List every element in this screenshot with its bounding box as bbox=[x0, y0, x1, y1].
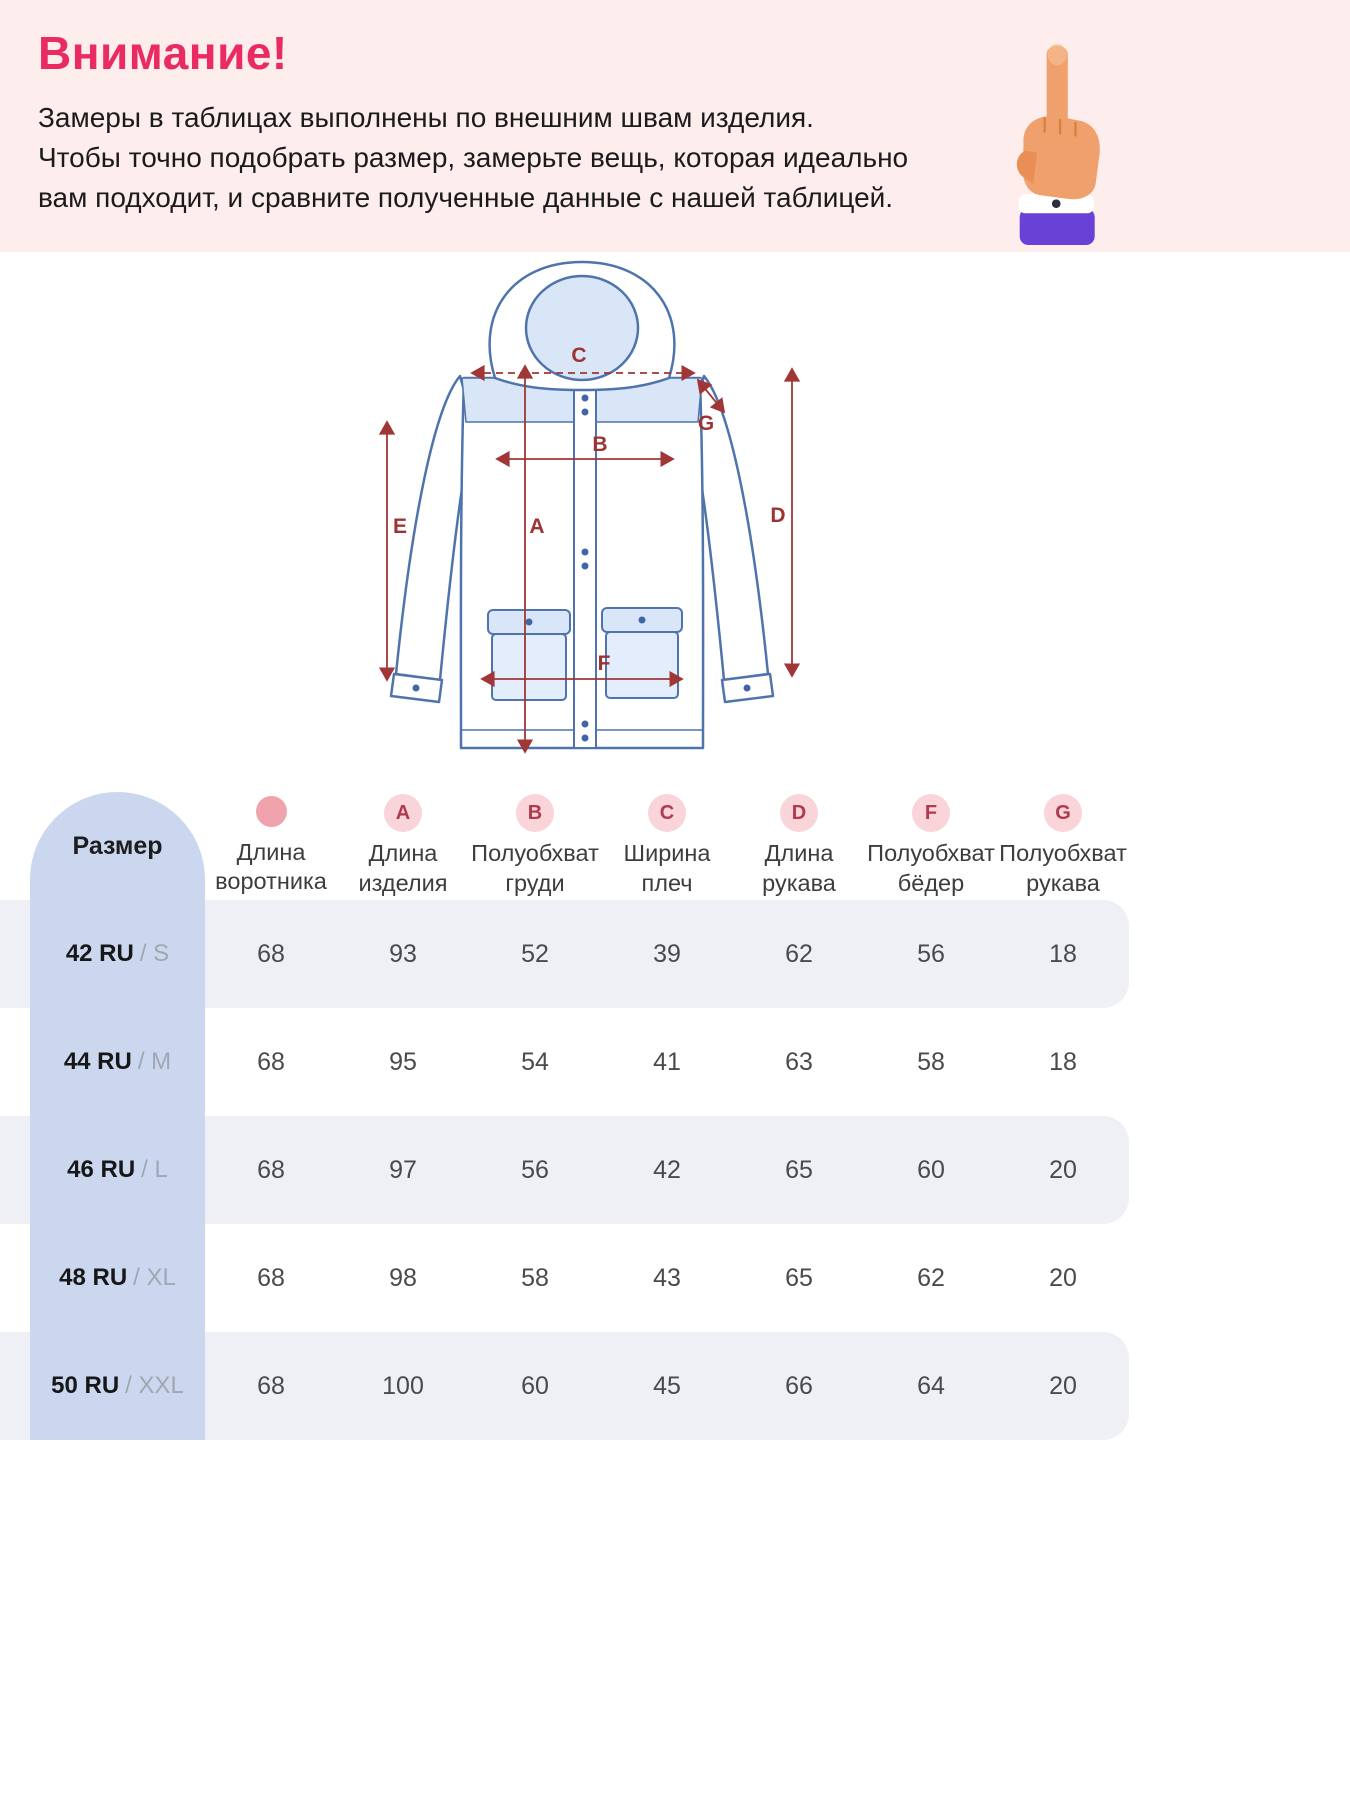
column-header-G: G Полуобхват рукава bbox=[997, 794, 1129, 897]
column-label: Полуобхват bbox=[999, 840, 1127, 867]
pointing-hand-icon bbox=[987, 16, 1112, 251]
size-label: 50 RU/ XXL bbox=[51, 1372, 184, 1399]
table-header-row: Размер Длина воротника A Длина изделия B… bbox=[0, 792, 1129, 900]
measure-label-A: A bbox=[529, 515, 544, 538]
value-cell: 93 bbox=[389, 939, 417, 968]
measure-label-D: D bbox=[770, 504, 785, 527]
value-cell: 41 bbox=[653, 1047, 681, 1076]
size-column-background bbox=[30, 792, 205, 1440]
size-label: 46 RU/ L bbox=[67, 1156, 168, 1183]
measure-label-G: G bbox=[698, 412, 714, 435]
column-header-A: A Длина изделия bbox=[337, 794, 469, 897]
column-header-B: B Полуобхват груди bbox=[469, 794, 601, 897]
measure-label-B: B bbox=[592, 433, 607, 456]
letter-b-icon: B bbox=[516, 794, 554, 833]
column-label: рукава bbox=[762, 869, 836, 896]
letter-a-icon: A bbox=[384, 794, 422, 833]
value-cell: 97 bbox=[389, 1155, 417, 1184]
column-label: плеч bbox=[641, 869, 693, 896]
value-cell: 18 bbox=[1049, 939, 1077, 968]
table-row-50ru: 50 RU/ XXL 68 100 60 45 66 64 20 bbox=[0, 1332, 1129, 1440]
value-cell: 65 bbox=[785, 1155, 813, 1184]
value-cell: 54 bbox=[521, 1047, 549, 1076]
size-label: 48 RU/ XL bbox=[59, 1264, 176, 1291]
value-cell: 62 bbox=[917, 1263, 945, 1292]
measure-label-F: F bbox=[598, 652, 611, 675]
value-cell: 60 bbox=[521, 1371, 549, 1400]
column-label: Длина bbox=[764, 840, 834, 867]
letter-d-icon: D bbox=[780, 794, 818, 833]
column-label: изделия bbox=[358, 869, 448, 896]
value-cell: 62 bbox=[785, 939, 813, 968]
value-cell: 20 bbox=[1049, 1371, 1077, 1400]
value-cell: 56 bbox=[917, 939, 945, 968]
column-label: рукава bbox=[1026, 869, 1100, 896]
value-cell: 20 bbox=[1049, 1263, 1077, 1292]
value-cell: 45 bbox=[653, 1371, 681, 1400]
value-cell: 95 bbox=[389, 1047, 417, 1076]
value-cell: 56 bbox=[521, 1155, 549, 1184]
measure-label-C: C bbox=[571, 344, 586, 367]
value-cell: 64 bbox=[917, 1371, 945, 1400]
measure-label-E: E bbox=[393, 515, 407, 538]
letter-f-icon: F bbox=[912, 794, 950, 833]
value-cell: 18 bbox=[1049, 1047, 1077, 1076]
column-label: Длина bbox=[236, 838, 306, 865]
column-label: воротника bbox=[215, 868, 327, 894]
value-cell: 66 bbox=[785, 1371, 813, 1400]
table-row-48ru: 48 RU/ XL 68 98 58 43 65 62 20 bbox=[0, 1224, 1129, 1332]
size-header-label: Размер bbox=[72, 831, 163, 860]
notice-line-1: Замеры в таблицах выполнены по внешним ш… bbox=[38, 102, 814, 133]
value-cell: 58 bbox=[521, 1263, 549, 1292]
page-title: Внимание! bbox=[38, 27, 288, 79]
column-header-D: D Длина рукава bbox=[733, 794, 865, 897]
collar-dot-icon bbox=[255, 795, 287, 827]
column-label: бёдер bbox=[897, 869, 965, 896]
value-cell: 43 bbox=[653, 1263, 681, 1292]
measurement-diagram-section: C G B A E D F bbox=[0, 252, 1350, 780]
jacket-diagram: C G B A E D F bbox=[378, 260, 801, 754]
value-cell: 98 bbox=[389, 1263, 417, 1292]
column-label: Длина bbox=[368, 840, 438, 867]
notice-line-3: вам подходит, и сравните полученные данн… bbox=[38, 181, 894, 213]
size-header-cell: Размер bbox=[0, 832, 205, 861]
size-label: 44 RU/ M bbox=[63, 1048, 172, 1075]
table-row-44ru: 44 RU/ M 68 95 54 41 63 58 18 bbox=[0, 1008, 1129, 1116]
value-cell: 20 bbox=[1049, 1155, 1077, 1184]
value-cell: 68 bbox=[257, 1263, 285, 1292]
column-header-collar: Длина воротника bbox=[205, 795, 337, 896]
value-cell: 58 bbox=[917, 1047, 945, 1076]
letter-g-icon: G bbox=[1044, 794, 1082, 833]
column-header-C: C Ширина плеч bbox=[601, 794, 733, 897]
column-label: Ширина bbox=[623, 840, 711, 867]
notice-banner: Внимание! Замеры в таблицах выполнены по… bbox=[0, 0, 1350, 252]
value-cell: 68 bbox=[257, 1047, 285, 1076]
size-label: 42 RU/ S bbox=[65, 940, 170, 967]
size-table: Размер Длина воротника A Длина изделия B… bbox=[0, 792, 1129, 1440]
column-label: Полуобхват bbox=[471, 840, 599, 867]
column-label: груди bbox=[505, 869, 565, 896]
value-cell: 65 bbox=[785, 1263, 813, 1292]
letter-c-icon: C bbox=[648, 794, 686, 833]
value-cell: 42 bbox=[653, 1155, 681, 1184]
value-cell: 68 bbox=[257, 1155, 285, 1184]
value-cell: 63 bbox=[785, 1047, 813, 1076]
column-label: Полуобхват bbox=[867, 840, 995, 867]
value-cell: 52 bbox=[521, 939, 549, 968]
value-cell: 68 bbox=[257, 1371, 285, 1400]
notice-line-2: Чтобы точно подобрать размер, замерьте в… bbox=[38, 141, 909, 173]
column-header-F: F Полуобхват бёдер bbox=[865, 794, 997, 897]
value-cell: 60 bbox=[917, 1155, 945, 1184]
notice-text: Замеры в таблицах выполнены по внешним ш… bbox=[38, 98, 1310, 217]
value-cell: 68 bbox=[257, 939, 285, 968]
value-cell: 39 bbox=[653, 939, 681, 968]
value-cell: 100 bbox=[382, 1371, 424, 1400]
